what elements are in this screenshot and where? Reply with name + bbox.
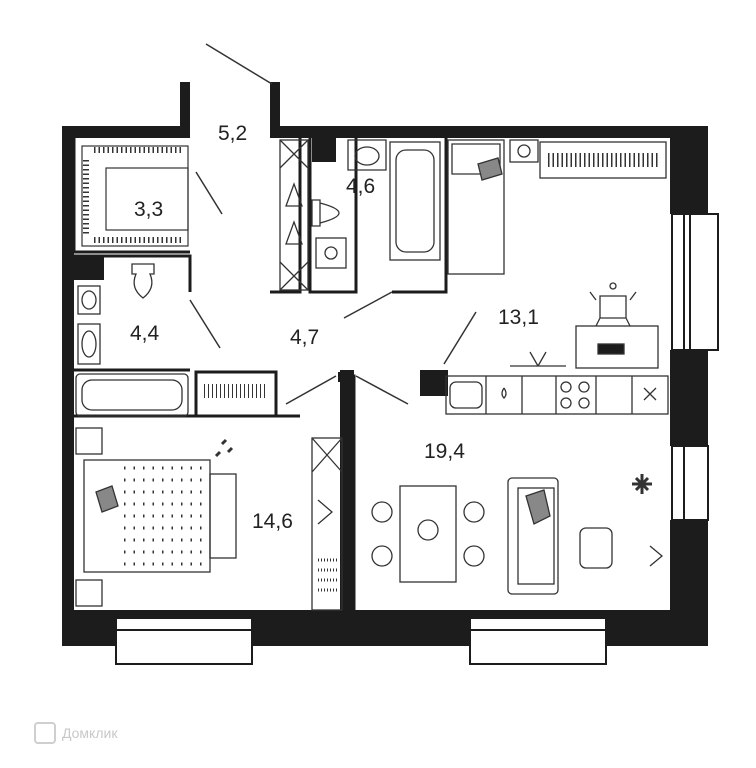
- bedroom-2-furniture: [75, 427, 343, 611]
- sofa-icon: [507, 477, 559, 595]
- room-labels: 5,2 3,3 4,6 4,4 4,7 13,1 19,4 14,6: [130, 122, 539, 533]
- bed-icon: [447, 139, 505, 275]
- bathroom-1-fixtures: [279, 139, 441, 291]
- room-area-bathroom-2: 4,4: [130, 322, 160, 345]
- domclick-logo-icon: [34, 722, 56, 744]
- door-swing-icon: [285, 375, 337, 405]
- bedroom-1-furniture: [447, 139, 667, 369]
- desk-icon: [575, 325, 659, 369]
- bathtub-icon: [75, 373, 189, 417]
- sink-icon: [449, 381, 483, 409]
- door-swings: [189, 43, 477, 405]
- wall-blocks: [74, 138, 448, 614]
- wardrobe-icon: [81, 145, 189, 247]
- window-icon: [671, 213, 719, 351]
- room-area-living-kitchen: 19,4: [424, 440, 465, 463]
- watermark-text: Домклик: [62, 725, 118, 741]
- kitchen-stove-icon: [560, 381, 590, 409]
- sink-icon: [315, 237, 347, 269]
- office-chair-icon: [589, 291, 637, 327]
- bathroom-2-fixtures: [75, 263, 189, 417]
- door-swing-icon: [443, 311, 477, 365]
- toilet-icon: [311, 199, 340, 227]
- door-swing-icon: [355, 375, 409, 405]
- bathtub-icon: [389, 141, 441, 261]
- sink-icon: [77, 323, 101, 365]
- room-area-entrance: 5,2: [218, 122, 247, 145]
- sink-icon: [77, 285, 101, 315]
- wardrobe-icon: [311, 437, 343, 611]
- sink-icon: [347, 139, 387, 171]
- room-area-bedroom-2: 14,6: [252, 510, 293, 533]
- windows: [115, 213, 719, 665]
- wardrobe-icon: [539, 141, 667, 179]
- plant-icon: [632, 474, 652, 494]
- room-area-bedroom-1: 13,1: [498, 306, 539, 329]
- door-swing-icon: [343, 291, 393, 319]
- door-swing-icon: [189, 299, 221, 349]
- dining-table-icon: [399, 485, 457, 583]
- toilet-icon: [131, 263, 155, 299]
- window-icon: [115, 617, 253, 665]
- kitchen-row: [445, 375, 669, 415]
- room-area-hallway: 4,7: [290, 326, 319, 349]
- living-furniture: [371, 474, 664, 595]
- door-swing-icon: [205, 43, 273, 85]
- room-area-bathroom-1: 4,6: [346, 175, 375, 198]
- room-area-wardrobe: 3,3: [134, 198, 163, 221]
- watermark: Домклик: [34, 722, 117, 744]
- door-swing-icon: [195, 171, 223, 215]
- window-icon: [671, 445, 709, 521]
- shelf-icon: [204, 384, 268, 398]
- window-icon: [469, 617, 607, 665]
